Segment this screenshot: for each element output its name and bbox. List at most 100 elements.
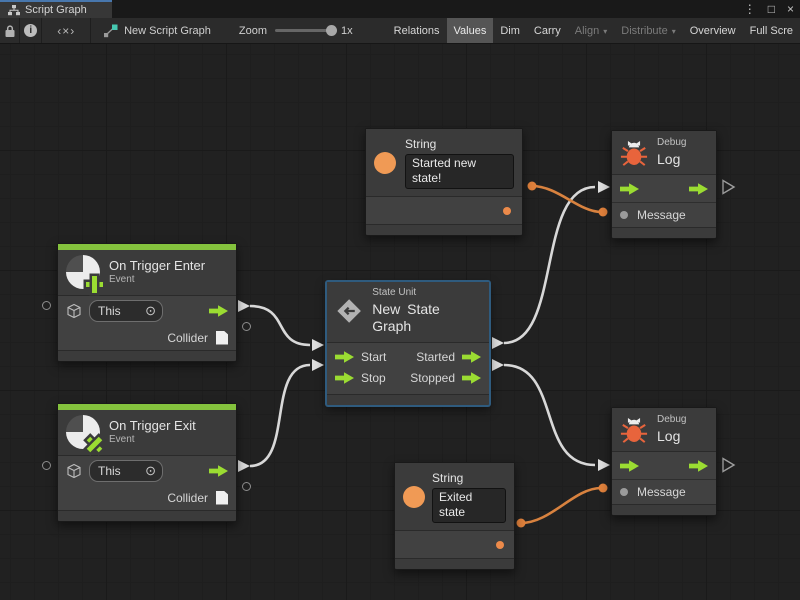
toolbar-button-distribute[interactable]: Distribute ▾ bbox=[614, 18, 682, 44]
flow-out-port[interactable] bbox=[689, 460, 708, 472]
trigger-enter-target-port[interactable] bbox=[42, 301, 51, 310]
object-picker-icon[interactable]: ⊙ bbox=[145, 463, 156, 479]
tab-script-graph[interactable]: Script Graph bbox=[0, 0, 112, 18]
toolbar-button-fullscreen[interactable]: Full Scre bbox=[743, 18, 800, 44]
wire-stopped-to-log-bottom bbox=[504, 365, 595, 465]
collider-output-icon[interactable] bbox=[216, 491, 228, 505]
collider-port-label: Collider bbox=[167, 331, 208, 345]
stop-flow-in-port[interactable] bbox=[335, 372, 354, 384]
toolbar-button-values[interactable]: Values bbox=[447, 18, 494, 44]
node-subtitle: Event bbox=[109, 434, 196, 447]
flow-in-port[interactable] bbox=[620, 460, 639, 472]
string-output-port[interactable] bbox=[503, 207, 511, 215]
message-input-port[interactable] bbox=[620, 488, 628, 496]
node-subtitle: Debug bbox=[657, 137, 686, 150]
toolbar-button-relations[interactable]: Relations bbox=[387, 18, 447, 44]
trigger-exit-collider-port[interactable] bbox=[242, 482, 251, 491]
node-state-unit[interactable]: State Unit New State Graph Start Started bbox=[326, 281, 490, 406]
message-input-port[interactable] bbox=[620, 211, 628, 219]
node-title: New State Graph bbox=[372, 301, 479, 336]
wire-exit-to-stop bbox=[250, 365, 310, 466]
string-value-field[interactable]: Started new state! bbox=[405, 154, 514, 189]
bug-icon bbox=[620, 415, 648, 445]
wire-string-bottom-to-message bbox=[521, 488, 601, 523]
angle-brackets-icon: ‹×› bbox=[57, 24, 75, 38]
started-flow-out-port[interactable] bbox=[462, 351, 481, 363]
event-icon bbox=[66, 415, 100, 449]
window-maximize-icon[interactable]: □ bbox=[768, 0, 775, 18]
node-subtitle: Debug bbox=[657, 414, 686, 427]
code-view-button[interactable]: ‹×› bbox=[42, 18, 91, 44]
trigger-enter-collider-port[interactable] bbox=[242, 322, 251, 331]
toolbar-button-carry[interactable]: Carry bbox=[527, 18, 568, 44]
zoom-slider-handle[interactable] bbox=[326, 25, 337, 36]
node-title: String bbox=[432, 471, 506, 486]
flow-out-port[interactable] bbox=[209, 305, 228, 317]
node-subtitle: State Unit bbox=[372, 287, 479, 300]
started-port-label: Started bbox=[416, 350, 455, 364]
object-picker-icon[interactable]: ⊙ bbox=[145, 303, 156, 319]
zoom-label: Zoom bbox=[239, 25, 267, 37]
node-footer bbox=[612, 504, 716, 515]
stopped-port-label: Stopped bbox=[410, 371, 455, 385]
start-flow-in-port[interactable] bbox=[335, 351, 354, 363]
tab-bar: Script Graph ⋮ □ × bbox=[0, 0, 800, 18]
collider-port-label: Collider bbox=[167, 491, 208, 505]
node-subtitle: Event bbox=[109, 274, 205, 287]
graph-hierarchy-icon bbox=[8, 5, 20, 16]
cube-icon bbox=[66, 463, 82, 479]
graph-title-group: New Script Graph bbox=[103, 24, 211, 38]
message-port-label: Message bbox=[637, 485, 686, 499]
string-type-icon bbox=[374, 152, 396, 174]
info-button[interactable]: i bbox=[20, 18, 42, 44]
node-on-trigger-exit[interactable]: On Trigger Exit Event This ⊙ bbox=[57, 403, 237, 522]
toolbar-button-overview[interactable]: Overview bbox=[683, 18, 743, 44]
cube-icon bbox=[66, 303, 82, 319]
flow-in-port[interactable] bbox=[620, 183, 639, 195]
string-type-icon bbox=[403, 486, 425, 508]
node-string-bottom[interactable]: String Exited state bbox=[394, 462, 515, 570]
node-footer bbox=[366, 224, 522, 235]
window-menu-icon[interactable]: ⋮ bbox=[744, 0, 756, 18]
stopped-flow-out-port[interactable] bbox=[462, 372, 481, 384]
target-object-field[interactable]: This ⊙ bbox=[89, 460, 163, 482]
zoom-slider[interactable] bbox=[275, 29, 333, 32]
script-graph-icon bbox=[103, 24, 118, 38]
node-debug-log-bottom[interactable]: Debug Log Message bbox=[611, 407, 717, 516]
flow-out-port[interactable] bbox=[209, 465, 228, 477]
info-icon: i bbox=[24, 24, 37, 37]
trigger-exit-target-port[interactable] bbox=[42, 461, 51, 470]
event-icon bbox=[66, 255, 100, 289]
tab-title: Script Graph bbox=[25, 4, 87, 16]
graph-name: New Script Graph bbox=[124, 25, 211, 37]
graph-toolbar: i ‹×› New Script Graph Zoom 1x Relations… bbox=[0, 18, 800, 44]
collider-output-icon[interactable] bbox=[216, 331, 228, 345]
bug-icon bbox=[620, 138, 648, 168]
lock-icon bbox=[4, 24, 16, 38]
toolbar-buttons: Relations Values Dim Carry Align ▾ Distr… bbox=[387, 18, 800, 44]
node-debug-log-top[interactable]: Debug Log Message bbox=[611, 130, 717, 239]
start-port-label: Start bbox=[361, 350, 386, 364]
toolbar-button-dim[interactable]: Dim bbox=[493, 18, 527, 44]
node-footer bbox=[327, 394, 489, 405]
chevron-down-icon: ▾ bbox=[603, 27, 607, 36]
window-close-icon[interactable]: × bbox=[787, 0, 794, 18]
wire-enter-to-start bbox=[250, 306, 310, 345]
node-string-top[interactable]: String Started new state! bbox=[365, 128, 523, 236]
lock-button[interactable] bbox=[0, 18, 20, 44]
flow-out-port[interactable] bbox=[689, 183, 708, 195]
zoom-control: Zoom 1x bbox=[239, 25, 353, 37]
node-footer bbox=[395, 558, 514, 569]
node-on-trigger-enter[interactable]: On Trigger Enter Event This ⊙ bbox=[57, 243, 237, 362]
zoom-value: 1x bbox=[341, 25, 353, 37]
target-object-field[interactable]: This ⊙ bbox=[89, 300, 163, 322]
node-title: String bbox=[405, 137, 514, 152]
toolbar-button-align[interactable]: Align ▾ bbox=[568, 18, 614, 44]
message-port-label: Message bbox=[637, 208, 686, 222]
node-title: On Trigger Exit bbox=[109, 418, 196, 434]
node-title: Log bbox=[657, 151, 686, 169]
string-value-field[interactable]: Exited state bbox=[432, 488, 506, 523]
string-output-port[interactable] bbox=[496, 541, 504, 549]
node-footer bbox=[58, 350, 236, 361]
graph-canvas[interactable]: On Trigger Enter Event This ⊙ bbox=[0, 44, 800, 600]
